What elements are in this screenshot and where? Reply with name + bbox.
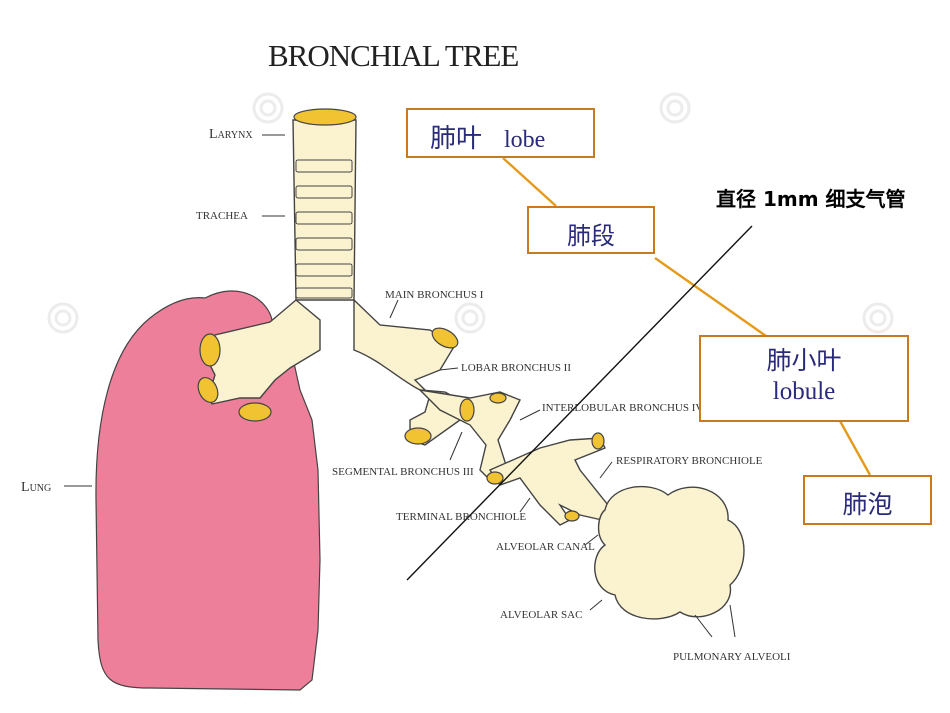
label-alveolar-sac: ALVEOLAR SAC: [500, 609, 583, 621]
annotation-lobe: 肺叶 lobe: [406, 108, 595, 158]
annotation-lobule: 肺小叶 lobule: [699, 335, 909, 422]
segment-zh-text: 肺段: [567, 222, 615, 250]
leader-lines: [64, 134, 736, 638]
annotation-segment: 肺段: [527, 206, 655, 254]
trachea-rings: [295, 159, 353, 299]
label-segmental-bronchus: SEGMENTAL BRONCHUS III: [332, 466, 474, 478]
label-pulmonary-alveoli: PULMONARY ALVEOLI: [673, 651, 791, 663]
label-lobar-bronchus: LOBAR BRONCHUS II: [461, 362, 572, 374]
label-trachea: TRACHEA: [196, 210, 248, 222]
diagram-title: BRONCHIAL TREE: [268, 38, 519, 73]
diameter-note: 直径 1mm 细支气管: [716, 187, 906, 211]
label-main-bronchus: MAIN BRONCHUS I: [385, 289, 484, 301]
diameter-boundary-line: [406, 225, 753, 581]
label-lung: Lung: [21, 480, 52, 495]
lobe-en-text: lobe: [504, 127, 546, 153]
label-interlobular-bronchus: INTERLOBULAR BRONCHUS IV: [542, 402, 704, 414]
alveolus-zh-text: 肺泡: [842, 490, 893, 519]
lobule-en-text: lobule: [772, 378, 836, 405]
lobule-zh-text: 肺小叶: [766, 346, 842, 375]
annotation-alveolus: 肺泡: [803, 475, 932, 525]
airway-openings: [197, 108, 605, 522]
label-respiratory-bronchiole: RESPIRATORY BRONCHIOLE: [616, 455, 763, 467]
label-alveolar-canal: ALVEOLAR CANAL: [496, 541, 595, 553]
label-terminal-bronchiole: TERMINAL BRONCHIOLE: [396, 511, 527, 523]
label-larynx: Larynx: [209, 127, 253, 142]
lobe-zh-text: 肺叶: [430, 124, 483, 154]
